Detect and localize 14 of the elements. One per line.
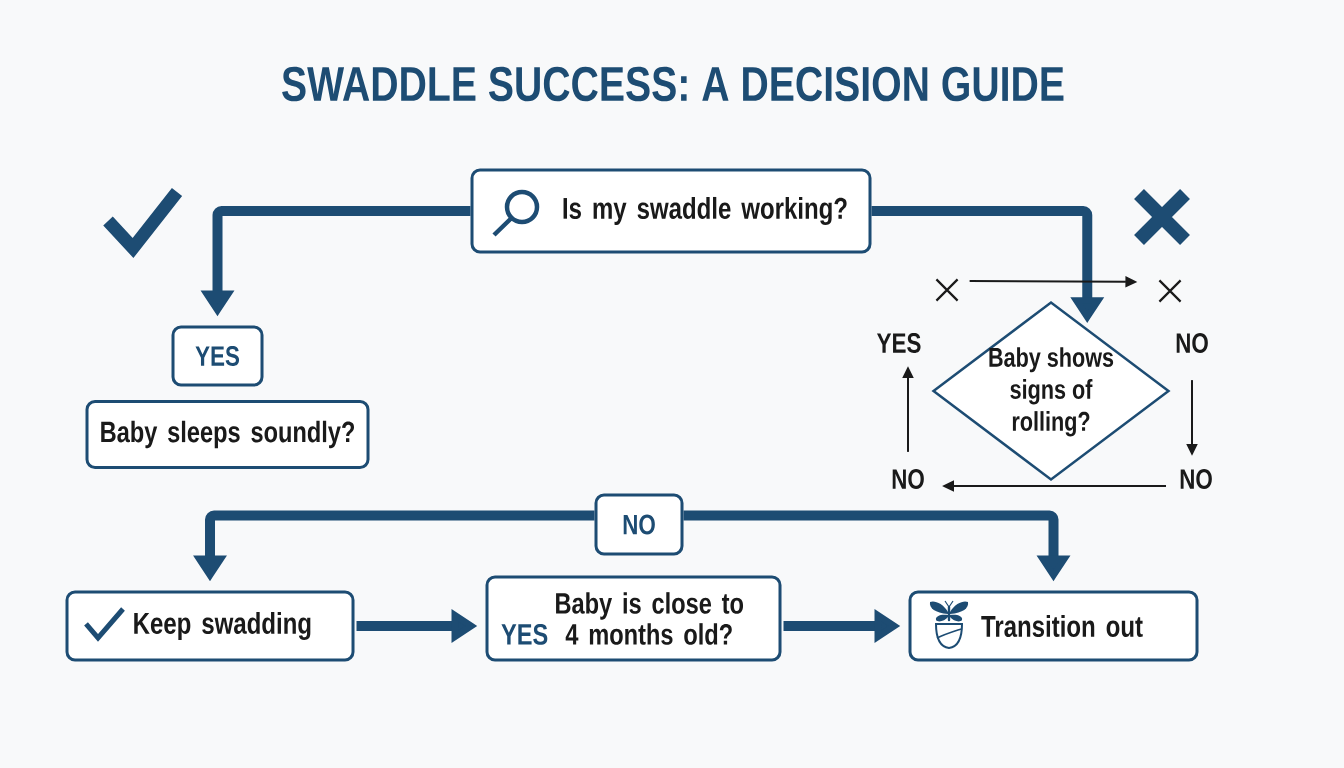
branch-label: NO [1180, 469, 1212, 489]
branch-label: NO [1176, 333, 1208, 353]
question-box: Baby sleeps soundly? [85, 400, 370, 469]
cross-mark [935, 278, 959, 302]
title: SWADDLE SUCCESS: A DECISION GUIDE [282, 66, 1064, 102]
question-box: YES Baby is close to 4 months old? [485, 575, 782, 662]
label-box: YES [171, 325, 264, 387]
cross-mark [1158, 279, 1182, 303]
label-box: NO [594, 493, 684, 556]
action-box: Keep swadding [65, 590, 355, 662]
question-box: Is my swaddle working? [470, 168, 872, 254]
branch-label: YES [876, 333, 921, 353]
action-box: Transition out [908, 590, 1199, 662]
branch-label: NO [892, 469, 924, 489]
